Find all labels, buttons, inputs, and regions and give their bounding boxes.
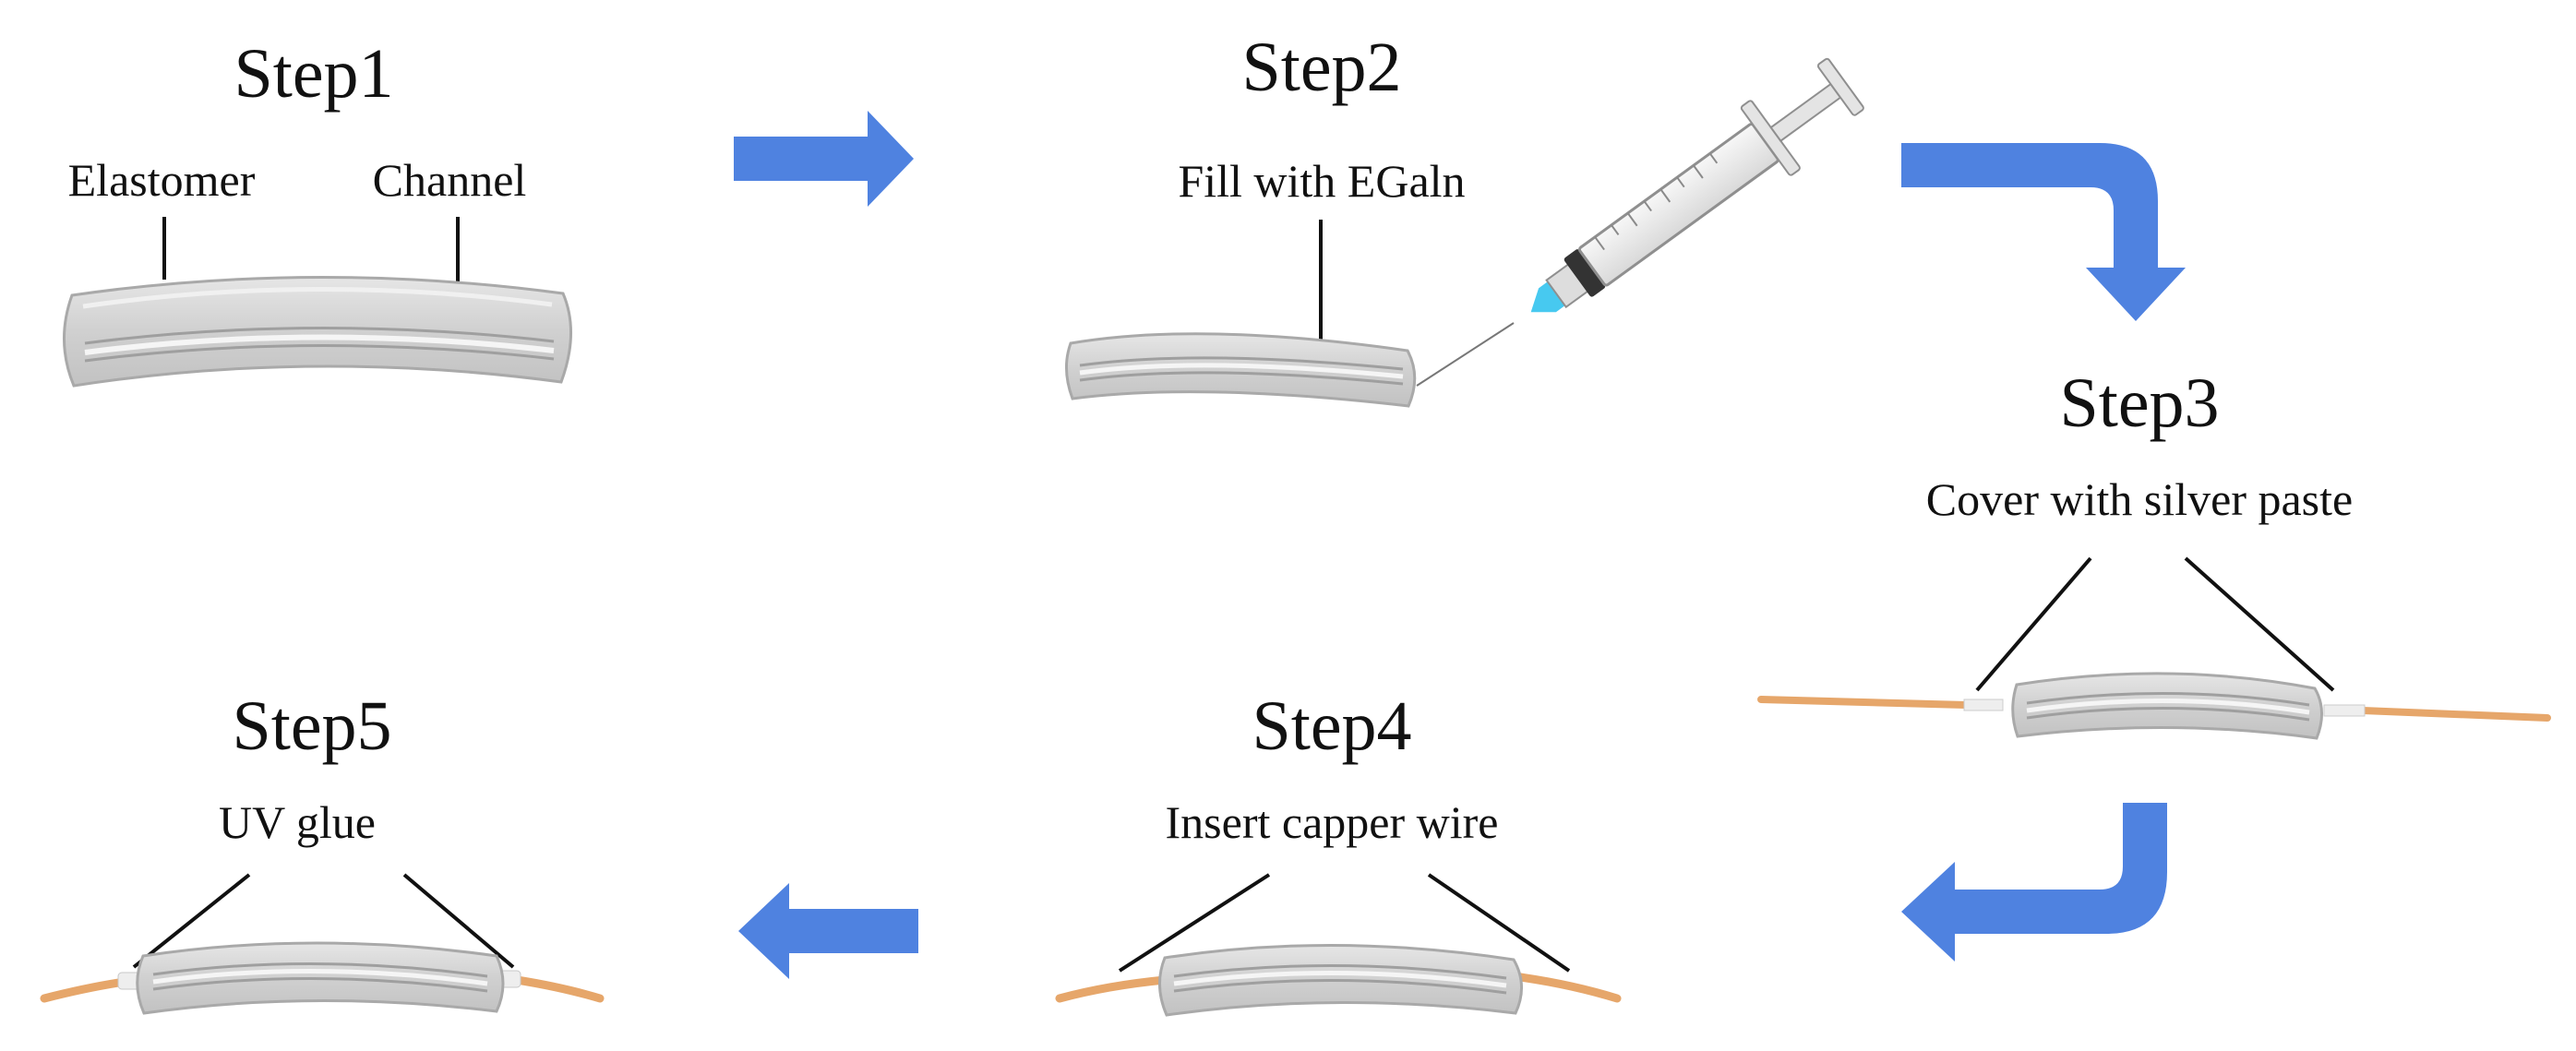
elastomer-tube-filled	[1157, 944, 1523, 1017]
step2: Step2 Fill with EGaln	[1065, 29, 1864, 408]
elastomer-tube	[62, 276, 573, 388]
silver-paste-left	[1963, 699, 2004, 711]
channel	[84, 326, 555, 363]
step3: Step3 Cover with silver paste	[1757, 364, 2551, 740]
arrow-turn-left-icon	[1901, 803, 2167, 961]
elastomer-label: Elastomer	[68, 154, 256, 206]
silver-paste-right	[2323, 704, 2366, 717]
step1-title: Step1	[234, 35, 393, 113]
step2-title: Step2	[1241, 29, 1401, 106]
insert-label: Insert capper wire	[1166, 796, 1499, 848]
elastomer-tube-filled	[136, 941, 505, 1015]
syringe-icon	[1530, 57, 1864, 313]
wire-right	[1509, 972, 1622, 1003]
elastomer-tube-filled	[1065, 332, 1417, 408]
wire-left	[1757, 696, 1970, 709]
fill-label: Fill with EGaln	[1178, 155, 1465, 207]
step3-title: Step3	[2059, 364, 2219, 442]
arrow-turn-down-icon	[1901, 143, 2186, 321]
step5: Step5 UV glue	[40, 687, 605, 1015]
glue-label: UV glue	[219, 796, 376, 848]
step5-title: Step5	[232, 687, 391, 765]
cover-leader-left	[1975, 556, 2092, 692]
cover-leader-right	[2184, 556, 2335, 692]
wire-left	[40, 977, 129, 1003]
channel-label: Channel	[373, 154, 527, 206]
wire-right	[512, 975, 605, 1003]
needle	[1416, 322, 1515, 387]
elastomer-tube-filled	[2011, 672, 2323, 740]
arrow-right-icon	[734, 111, 914, 207]
wire-right	[2359, 707, 2551, 722]
step4: Step4 Insert capper wire	[1055, 687, 1622, 1017]
insert-leader-right	[1427, 873, 1571, 973]
cover-label: Cover with silver paste	[1926, 473, 2353, 525]
wire-left	[1055, 975, 1169, 1003]
glue-leader-left	[132, 873, 251, 969]
step1: Step1 Elastomer Channel	[62, 35, 573, 388]
arrow-left-icon	[738, 883, 918, 979]
glue-leader-right	[402, 873, 515, 969]
step4-title: Step4	[1252, 687, 1411, 765]
insert-leader-left	[1118, 873, 1271, 973]
